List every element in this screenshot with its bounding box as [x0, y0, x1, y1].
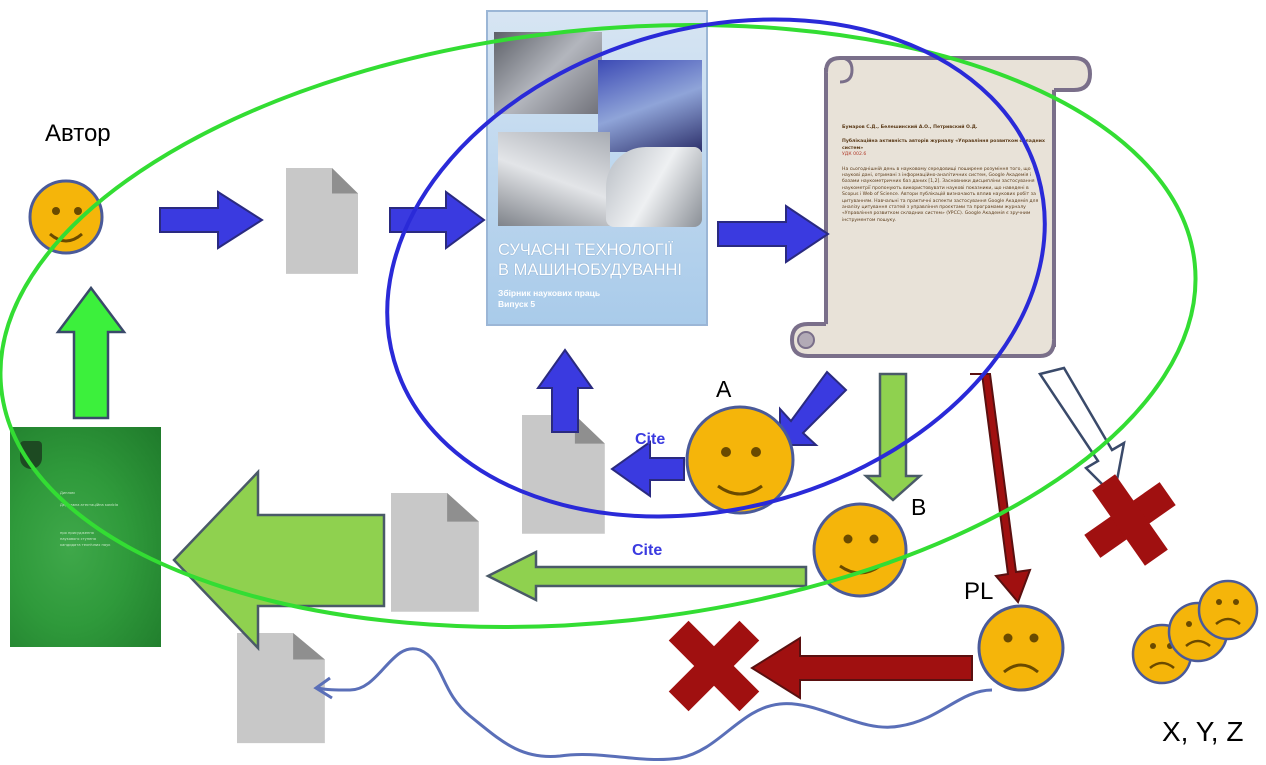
arrow-draft-to-journal	[389, 190, 486, 250]
paper-udc: УДК 002.6	[842, 152, 867, 158]
certificate-line: про присудження	[60, 531, 94, 535]
reader-a-label: A	[716, 376, 732, 402]
certificate-line: Державна атестаційна комісія	[60, 503, 119, 507]
reader-b-face-icon	[812, 502, 908, 598]
rejected-flow-line	[317, 647, 993, 762]
others-sad-faces-icon	[1131, 579, 1259, 685]
document-icon-draft	[286, 168, 358, 274]
journal-subtitle: Збірник наукових праць Випуск 5	[498, 288, 600, 310]
paper-title: Публікаційна активність авторів журналу …	[842, 139, 1045, 151]
journal-subtitle-text: Збірник наукових праць	[498, 288, 601, 298]
certificate-line: Диплом	[60, 491, 75, 495]
cover-photo	[498, 132, 610, 226]
journal-cover: СУЧАСНІ ТЕХНОЛОГІЇ В МАШИНОБУДУВАННІ Збі…	[486, 10, 708, 326]
reader-a-face-icon	[685, 405, 795, 515]
reader-pl-label: PL	[964, 578, 994, 605]
arrow-author-to-draft	[159, 190, 264, 250]
certificate-emblem-icon	[20, 441, 42, 469]
certificate-document: Диплом Державна атестаційна комісія про …	[10, 427, 161, 647]
reject-cross-1	[1084, 474, 1176, 566]
reader-pl-sad-face-icon	[977, 604, 1065, 692]
author-label: Автор	[45, 120, 111, 147]
arrow-paper-to-b	[862, 372, 924, 502]
arrow-doc-to-certificate	[172, 468, 386, 652]
cover-photo	[494, 32, 602, 114]
paper-text: Бумаров С.Д., Белешинский А.О., Петривск…	[842, 125, 1046, 224]
author-face-icon	[28, 179, 104, 255]
certificate-line: кандидата технічних наук	[60, 543, 111, 547]
cite-label-b: Cite	[632, 542, 663, 559]
document-icon-b	[391, 493, 479, 612]
arrow-a-to-doc	[610, 440, 685, 498]
document-icon-pl	[237, 633, 325, 744]
arrow-paper-to-xyz	[1037, 366, 1126, 499]
cover-photo	[598, 60, 702, 152]
arrow-pl-to-cross	[750, 636, 973, 700]
journal-title-line-2: В МАШИНОБУДУВАННІ	[498, 261, 682, 279]
arrow-paper-to-a	[779, 370, 848, 446]
arrow-journal-to-paper	[717, 204, 830, 264]
journal-title-line-1: СУЧАСНІ ТЕХНОЛОГІЇ	[498, 241, 673, 259]
cite-label-a: Cite	[635, 431, 666, 448]
paper-abstract: На сьогоднішній день в науковому середов…	[842, 166, 1039, 223]
journal-issue: Випуск 5	[498, 299, 536, 309]
arrow-certificate-to-author	[55, 285, 127, 420]
journal-title: СУЧАСНІ ТЕХНОЛОГІЇ В МАШИНОБУДУВАННІ	[498, 240, 703, 280]
others-xyz-label: X, Y, Z	[1162, 716, 1244, 747]
cover-photo	[606, 147, 702, 227]
arrow-paper-to-pl	[970, 373, 1032, 604]
reject-cross-2	[668, 620, 760, 712]
paper-authors: Бумаров С.Д., Белешинский А.О., Петривск…	[842, 125, 978, 130]
reader-b-label: B	[911, 494, 927, 520]
certificate-line: наукового ступеня	[60, 537, 96, 541]
